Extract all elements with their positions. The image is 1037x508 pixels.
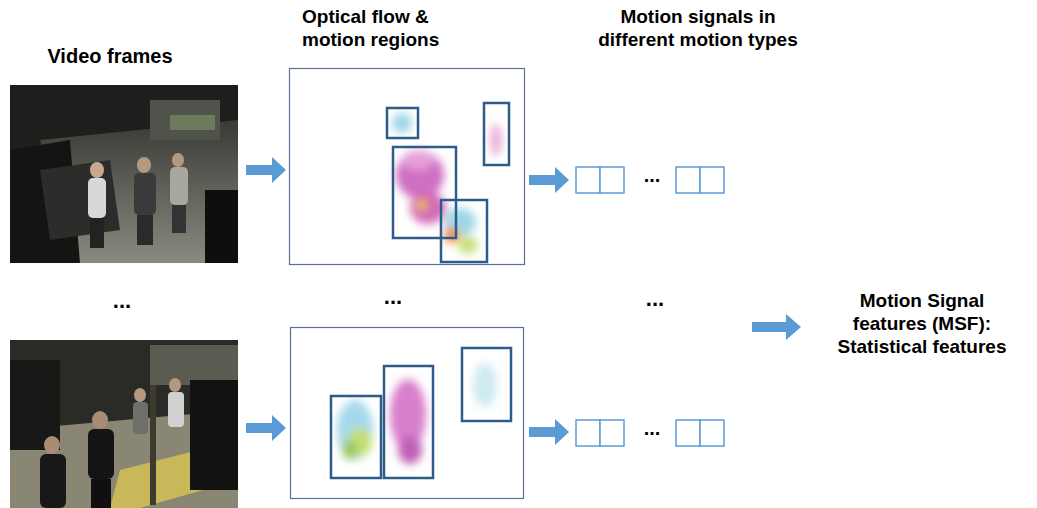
drawing-part xyxy=(246,415,286,441)
drawing-part xyxy=(134,388,146,402)
drawing-part xyxy=(10,340,238,508)
ellipsis: ... xyxy=(625,286,685,312)
drawing-part xyxy=(393,147,456,238)
drawing-part xyxy=(10,85,238,263)
drawing-part xyxy=(137,157,151,173)
drawing-part xyxy=(700,167,724,193)
drawing-part xyxy=(190,380,238,490)
drawing-part xyxy=(40,160,120,240)
drawing-part xyxy=(134,173,156,215)
motion-region xyxy=(387,103,509,262)
drawing-part xyxy=(490,124,502,156)
column-heading: Motion signals in different motion types xyxy=(593,6,803,52)
drawing-part xyxy=(291,328,524,499)
drawing-part xyxy=(90,162,104,178)
drawing-part xyxy=(290,69,525,265)
drawing-part xyxy=(169,378,181,392)
drawing-part xyxy=(387,108,418,138)
drawing-part xyxy=(150,385,156,505)
drawing-part xyxy=(168,392,184,427)
drawing-part xyxy=(600,167,624,193)
drawing-part xyxy=(444,227,460,243)
drawing-part xyxy=(392,113,412,133)
drawing-part xyxy=(91,479,111,508)
ellipsis: ... xyxy=(632,163,672,187)
drawing-part xyxy=(441,200,487,262)
ellipsis: ... xyxy=(363,284,423,310)
column-heading: Optical flow & motion regions xyxy=(302,6,462,52)
drawing-part xyxy=(752,314,801,340)
drawing-part xyxy=(137,215,153,245)
drawing-part xyxy=(462,348,511,421)
drawing-part xyxy=(402,150,434,170)
drawing-part xyxy=(331,396,381,478)
video-frame xyxy=(10,85,238,263)
output-label: Motion Signal features (MSF): Statistica… xyxy=(827,290,1017,358)
optical-flow-panel xyxy=(290,69,525,265)
drawing-part xyxy=(398,436,422,464)
drawing-part xyxy=(600,420,624,446)
drawing-part xyxy=(172,153,184,167)
drawing-part xyxy=(44,436,60,454)
drawing-part xyxy=(205,190,238,263)
drawing-part xyxy=(170,167,188,205)
drawing-part xyxy=(92,411,108,429)
drawing-part xyxy=(337,400,373,460)
drawing-part xyxy=(700,420,724,446)
drawing-part xyxy=(576,167,600,193)
drawing-part xyxy=(246,157,286,183)
drawing-part xyxy=(417,199,427,211)
drawing-part xyxy=(40,454,66,508)
drawing-part xyxy=(384,366,433,478)
drawing-part xyxy=(88,429,114,479)
drawing-part xyxy=(473,363,497,407)
drawing-part xyxy=(529,167,569,193)
ellipsis: ... xyxy=(92,288,152,314)
drawing-part xyxy=(133,402,148,434)
drawing-part xyxy=(484,103,509,165)
video-frame xyxy=(10,340,238,508)
drawing-part xyxy=(676,167,700,193)
drawing-part xyxy=(676,420,700,446)
drawing-part xyxy=(150,100,220,140)
column-heading: Video frames xyxy=(30,44,190,68)
drawing-part xyxy=(88,178,106,218)
drawing-part xyxy=(150,345,238,385)
drawing-part xyxy=(576,420,600,446)
motion-region xyxy=(331,348,511,478)
drawing-part xyxy=(170,115,215,130)
drawing-part xyxy=(342,440,358,460)
drawing-part xyxy=(529,419,569,445)
drawing-part xyxy=(172,205,186,233)
drawing-part xyxy=(337,363,497,464)
drawing-part xyxy=(90,218,104,248)
signal-box xyxy=(576,167,724,446)
drawing-part xyxy=(458,236,478,254)
ellipsis: ... xyxy=(632,416,672,440)
optical-flow-panel xyxy=(291,328,524,499)
drawing-part xyxy=(392,113,502,254)
drawing-part xyxy=(396,151,444,199)
